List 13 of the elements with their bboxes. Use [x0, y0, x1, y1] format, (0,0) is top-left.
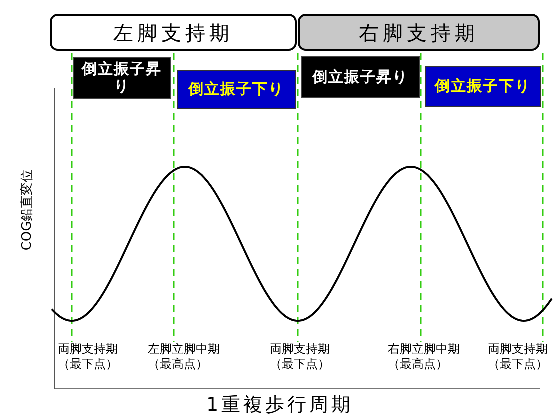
phase-label: 倒立振子昇り	[73, 57, 171, 99]
phase-label: 倒立振子昇り	[301, 56, 420, 98]
phase-label: 倒立振子下り	[425, 66, 541, 107]
point-label: 両脚支持期（最下点）	[270, 342, 331, 372]
phase-header: 右脚支持期	[298, 14, 540, 51]
point-label: 右脚立脚中期（最高点）	[388, 342, 461, 372]
point-label: 左脚立脚中期（最高点）	[148, 342, 221, 372]
phase-header: 左脚支持期	[50, 14, 297, 51]
phase-label: 倒立振子下り	[177, 70, 296, 109]
axis-title: COG鉛直変位	[20, 169, 36, 251]
point-label: 両脚支持期（最下点）	[58, 342, 119, 372]
point-label: 両脚支持期（最下点）	[488, 342, 549, 372]
axis-title: 1重複歩行周期	[205, 394, 355, 416]
